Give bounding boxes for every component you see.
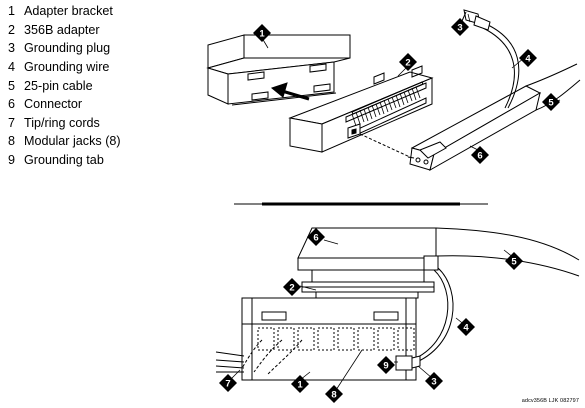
legend-item-7: 7 Tip/ring cords [8, 114, 121, 133]
callout-label: 6 [477, 151, 482, 162]
callout-3-bottom: 3 [425, 372, 443, 390]
tip-ring-cords [215, 351, 245, 373]
callout-diamond [377, 356, 395, 374]
grounding-tab [395, 355, 413, 371]
356b-adapter [288, 65, 434, 153]
25-pin-cable [525, 63, 581, 111]
top-grounding-wire [482, 23, 520, 109]
modular-jacks [257, 327, 415, 351]
callout-label: 4 [463, 323, 469, 334]
assembled-connector [297, 227, 439, 271]
legend-item-1: 1 Adapter bracket [8, 2, 121, 21]
callout-9-bottom: 9 [377, 356, 395, 374]
callout-6-top: 6 [471, 146, 489, 164]
insertion-arrow [270, 82, 310, 101]
figure-id: adcv356B LJK 082797 [521, 398, 579, 404]
callout-diamond [307, 228, 325, 246]
callout-diamond [457, 318, 475, 336]
legend-item-8: 8 Modular jacks (8) [8, 132, 121, 151]
callout-2-bottom: 2 [283, 278, 301, 296]
callout-diamond [471, 146, 489, 164]
tip-ring-cords-hidden [241, 339, 303, 375]
legend-label: Grounding plug [24, 41, 111, 56]
callout-3-top: 3 [451, 18, 469, 36]
alignment-line [359, 133, 413, 159]
legend-label: Modular jacks (8) [24, 134, 121, 149]
legend-item-6: 6 Connector [8, 95, 121, 114]
callout-label: 4 [525, 54, 531, 65]
callout-label: 3 [457, 23, 462, 34]
callout-8-bottom: 8 [325, 385, 343, 403]
connector [407, 85, 542, 172]
callout-diamond [253, 24, 271, 42]
legend-item-5: 5 25-pin cable [8, 76, 121, 95]
legend-label: Grounding wire [24, 60, 110, 75]
assembled-cable [435, 227, 580, 277]
legend-label: Grounding tab [24, 153, 104, 168]
legend-item-9: 9 Grounding tab [8, 151, 121, 170]
callout-label: 1 [297, 380, 303, 391]
callout-diamond [283, 278, 301, 296]
callout-1-top: 1 [253, 24, 271, 42]
legend-label: Tip/ring cords [24, 115, 100, 130]
assembled-adapter [301, 269, 435, 299]
legend-num: 5 [8, 78, 16, 93]
legend-label: 356B adapter [24, 22, 100, 37]
adapter-bracket [206, 34, 351, 106]
callout-7-bottom: 7 [219, 374, 237, 392]
callout-label: 7 [225, 379, 230, 390]
callout-5-bottom: 5 [505, 252, 523, 270]
callout-label: 2 [289, 283, 294, 294]
legend-label: 25-pin cable [24, 78, 93, 93]
callout-1-bottom: 1 [291, 375, 309, 393]
callout-diamond [325, 385, 343, 403]
callout-label: 6 [313, 233, 318, 244]
callout-label: 3 [431, 377, 436, 388]
legend-num: 8 [8, 134, 16, 149]
assembled-grounding-wire [411, 267, 454, 365]
callout-5-top: 5 [542, 93, 560, 111]
legend-item-3: 3 Grounding plug [8, 39, 121, 58]
legend-item-2: 2 356B adapter [8, 21, 121, 40]
callout-4-top: 4 [519, 49, 537, 67]
callout-diamond [399, 53, 417, 71]
legend-item-4: 4 Grounding wire [8, 58, 121, 77]
callout-2-top: 2 [399, 53, 417, 71]
callout-label: 8 [331, 390, 336, 401]
callout-diamond [542, 93, 560, 111]
callout-4-bottom: 4 [457, 318, 475, 336]
callout-diamond [425, 372, 443, 390]
top-grounding-plug [461, 9, 491, 31]
callout-label: 1 [259, 29, 265, 40]
legend-num: 6 [8, 97, 16, 112]
assembled-grounding-plug [411, 355, 421, 369]
callout-label: 5 [548, 98, 554, 109]
legend-label: Connector [24, 97, 83, 112]
legend-num: 9 [8, 153, 16, 168]
callout-6-bottom: 6 [307, 228, 325, 246]
legend-num: 1 [8, 4, 16, 19]
callout-label: 9 [383, 361, 388, 372]
legend-num: 3 [8, 41, 16, 56]
callout-label: 2 [405, 58, 410, 69]
legend-num: 7 [8, 115, 16, 130]
callout-label: 5 [511, 257, 517, 268]
callout-diamond [519, 49, 537, 67]
callout-diamond [505, 252, 523, 270]
callout-diamond [451, 18, 469, 36]
callout-diamond [219, 374, 237, 392]
legend-num: 2 [8, 22, 16, 37]
legend-num: 4 [8, 60, 16, 75]
callout-diamond [291, 375, 309, 393]
legend-label: Adapter bracket [24, 4, 113, 19]
